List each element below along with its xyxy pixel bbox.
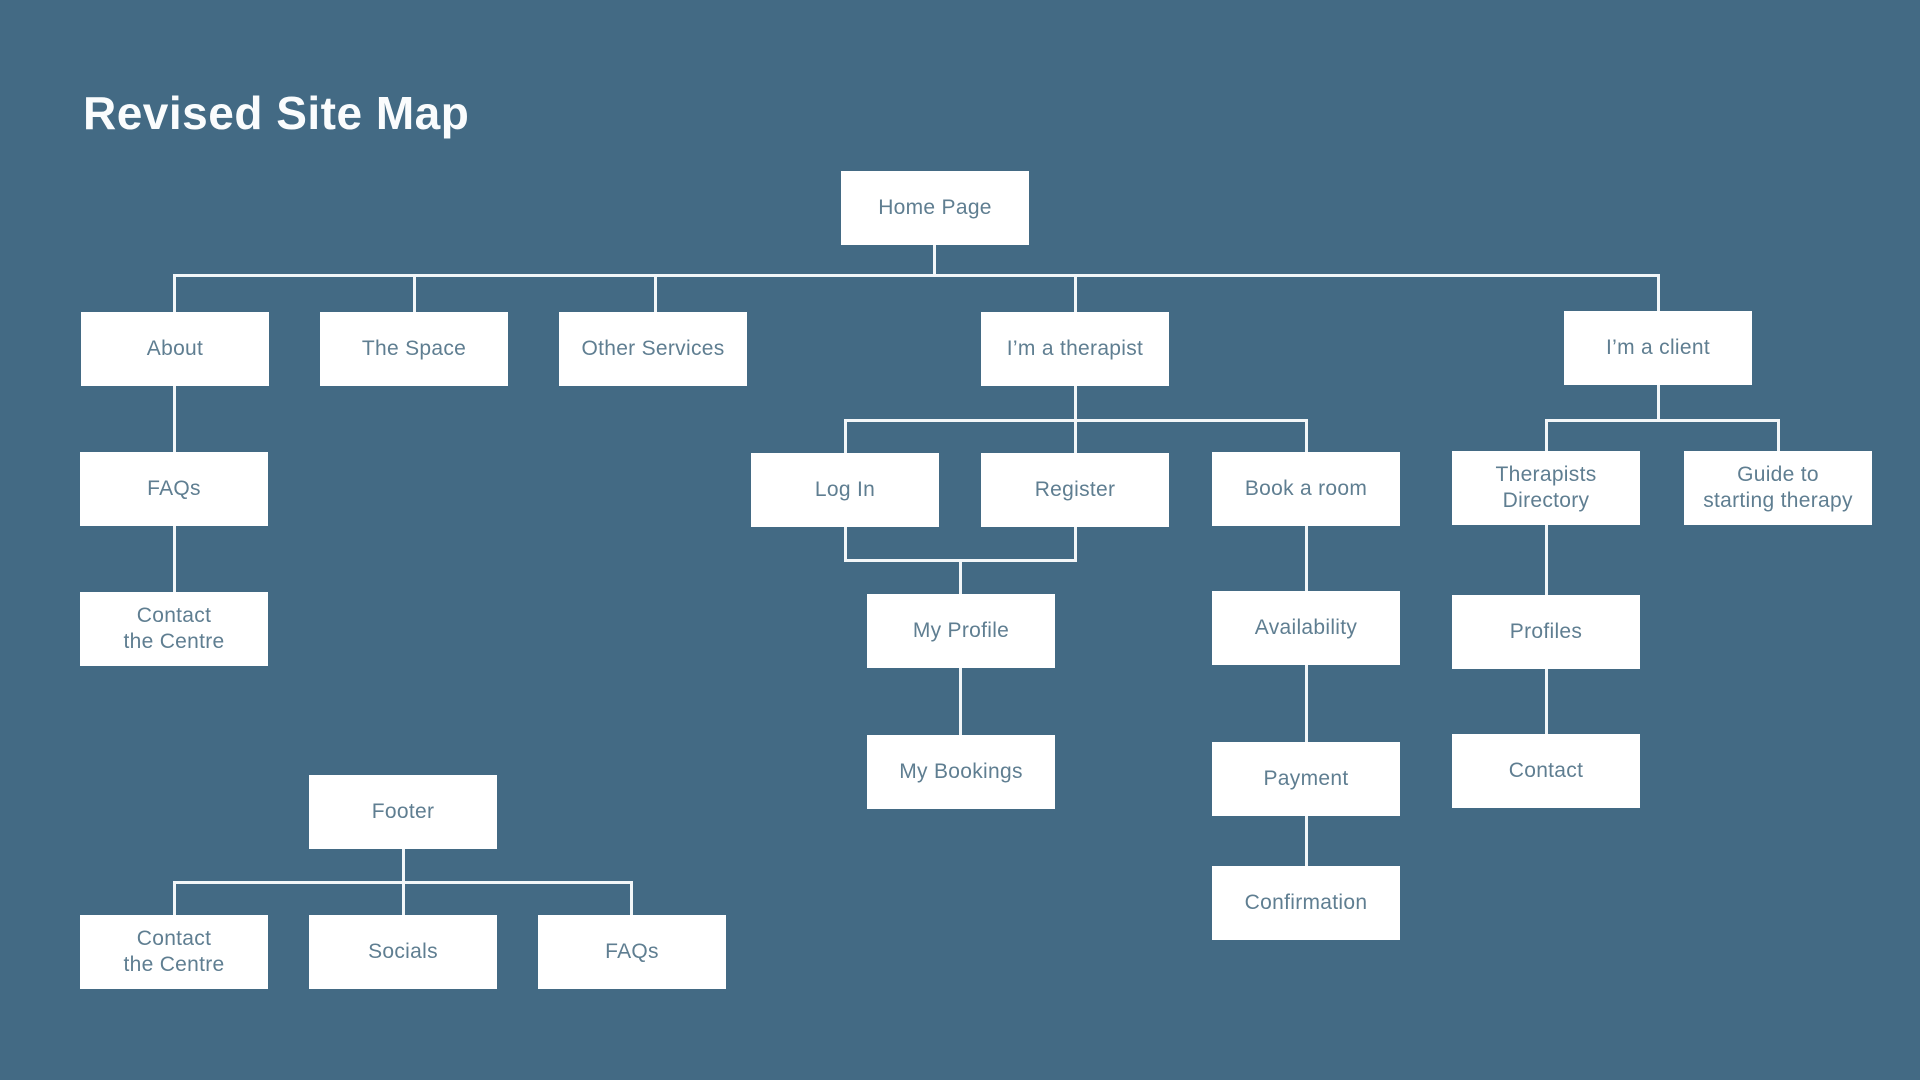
connector-footer-bracket [173,881,633,884]
connector-drop-directory [1545,421,1548,451]
node-label: I’m a client [1606,336,1710,359]
node-label: Home Page [878,196,992,219]
connector-faqs-contact [173,526,176,592]
node-label: Footer [371,800,435,823]
node-label: FAQs [147,477,201,500]
node-footer[interactable]: Footer [309,775,497,849]
connector-drop-socials [402,883,405,915]
connector-register-down [1074,527,1077,562]
node-label: Other Services [581,337,725,360]
connector-drop-book-a-room [1305,421,1308,452]
node-label: Directory [1502,489,1590,512]
node-label: My Bookings [899,760,1023,783]
node-therapists-directory[interactable]: Therapists Directory [1452,451,1640,525]
connector-footer-stub [402,847,405,884]
node-footer-faqs[interactable]: FAQs [538,915,726,989]
node-contact[interactable]: Contact [1452,734,1640,808]
connector-drop-about [173,276,176,312]
node-about[interactable]: About [81,312,269,386]
node-label: Availability [1254,616,1358,639]
node-label: starting therapy [1703,489,1853,512]
connector-payment-confirmation [1305,816,1308,866]
node-label: Contact [136,604,212,627]
connector-about-faqs [173,386,176,452]
node-label: Confirmation [1244,891,1368,914]
node-the-space[interactable]: The Space [320,312,508,386]
node-label: the Centre [123,630,225,653]
node-label: Profiles [1509,620,1583,643]
node-label: I’m a therapist [1006,337,1144,360]
node-footer-contact-the-centre[interactable]: Contact the Centre [80,915,268,989]
node-im-a-client[interactable]: I’m a client [1564,311,1752,385]
connector-drop-client [1657,276,1660,311]
node-label: The Space [361,337,467,360]
connector-drop-register [1074,421,1077,453]
connector-drop-other-services [654,276,657,312]
connector-top-bracket [173,274,1660,277]
node-book-a-room[interactable]: Book a room [1212,452,1400,526]
node-label: Guide to [1737,463,1819,486]
node-label: Socials [368,940,438,963]
connector-book-availability [1305,526,1308,591]
connector-login-down [844,527,847,562]
node-contact-the-centre[interactable]: Contact the Centre [80,592,268,666]
node-faqs[interactable]: FAQs [80,452,268,526]
node-label: Payment [1263,767,1349,790]
node-guide-to-starting-therapy[interactable]: Guide to starting therapy [1684,451,1872,525]
node-label: the Centre [123,953,225,976]
node-payment[interactable]: Payment [1212,742,1400,816]
node-label: About [146,337,204,360]
node-label: Register [1034,478,1116,501]
connector-drop-footer-contact [173,883,176,915]
node-socials[interactable]: Socials [309,915,497,989]
node-profiles[interactable]: Profiles [1452,595,1640,669]
node-label: My Profile [912,619,1010,642]
node-register[interactable]: Register [981,453,1169,527]
node-im-a-therapist[interactable]: I’m a therapist [981,312,1169,386]
connector-availability-payment [1305,665,1308,742]
connector-drop-footer-faqs [630,883,633,915]
connector-client-bracket [1545,419,1780,422]
node-home-page[interactable]: Home Page [841,171,1029,245]
connector-merge-bracket [844,559,1077,562]
node-label: Therapists [1495,463,1597,486]
node-availability[interactable]: Availability [1212,591,1400,665]
connector-therapist-stub [1074,386,1077,422]
connector-therapist-bracket [844,419,1308,422]
connector-merge-drop-my-profile [959,561,962,594]
connector-profiles-contact [1545,669,1548,734]
connector-drop-the-space [413,276,416,312]
connector-home-stub [933,245,936,277]
connector-directory-profiles [1545,525,1548,595]
node-other-services[interactable]: Other Services [559,312,747,386]
node-label: Book a room [1244,477,1368,500]
connector-drop-guide [1777,421,1780,451]
node-confirmation[interactable]: Confirmation [1212,866,1400,940]
node-label: Contact [136,927,212,950]
connector-drop-login [844,421,847,453]
node-my-bookings[interactable]: My Bookings [867,735,1055,809]
node-label: Log In [814,478,876,501]
connector-profile-bookings [959,668,962,735]
connector-client-stub [1657,385,1660,421]
connector-drop-therapist [1074,276,1077,312]
node-log-in[interactable]: Log In [751,453,939,527]
page-title: Revised Site Map [83,87,470,139]
node-label: FAQs [605,940,659,963]
node-label: Contact [1508,759,1584,782]
node-my-profile[interactable]: My Profile [867,594,1055,668]
